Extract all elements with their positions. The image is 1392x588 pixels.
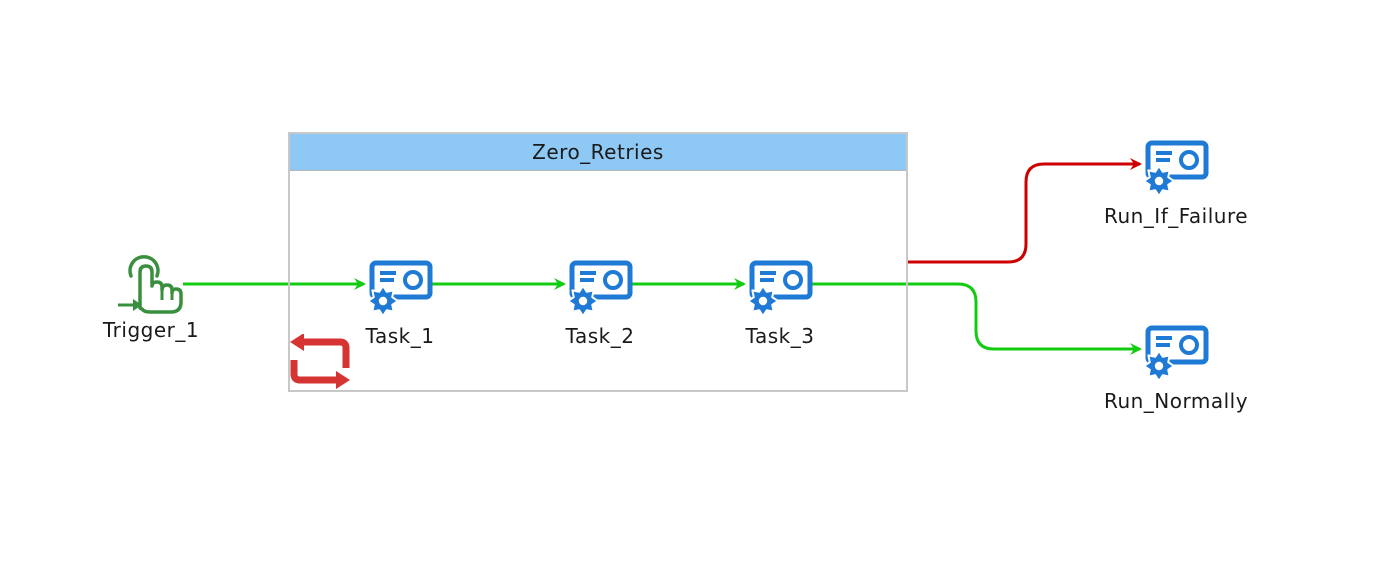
- run-normally-icon[interactable]: [1142, 325, 1210, 383]
- run-if-failure-label: Run_If_Failure: [1103, 204, 1249, 228]
- run-if-failure-icon[interactable]: [1142, 140, 1210, 198]
- group-container[interactable]: Zero_Retries: [288, 132, 908, 392]
- task-3-label: Task_3: [745, 324, 815, 348]
- task-gear-icon: [1143, 325, 1209, 382]
- retry-loop-icon: [290, 334, 350, 389]
- group-header[interactable]: Zero_Retries: [290, 134, 906, 171]
- task-gear-icon: [367, 260, 433, 317]
- task-1-icon[interactable]: [366, 260, 434, 318]
- task-gear-icon: [567, 260, 633, 317]
- trigger-label: Trigger_1: [102, 318, 200, 342]
- edge-group-to-run-if-failure[interactable]: [908, 158, 1142, 264]
- task-gear-icon: [747, 260, 813, 317]
- run-normally-label: Run_Normally: [1103, 389, 1249, 413]
- task-2-label: Task_2: [565, 324, 635, 348]
- task-3-icon[interactable]: [746, 260, 814, 318]
- touch-trigger-icon[interactable]: [116, 252, 186, 314]
- task-1-label: Task_1: [365, 324, 435, 348]
- group-title: Zero_Retries: [532, 140, 664, 164]
- task-2-icon[interactable]: [566, 260, 634, 318]
- edge-task-3-to-run-normally[interactable]: [812, 282, 1142, 355]
- task-gear-icon: [1143, 140, 1209, 197]
